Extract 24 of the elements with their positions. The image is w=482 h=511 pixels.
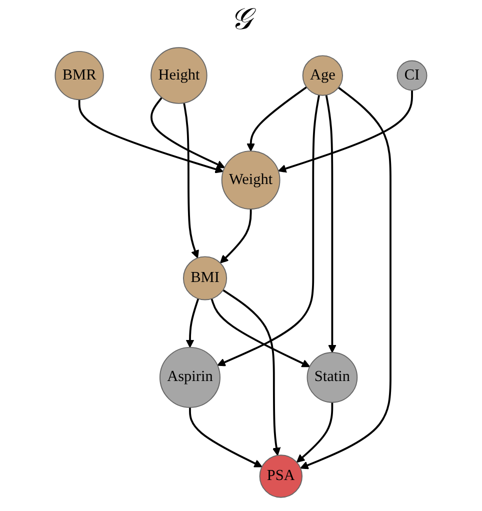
arrow — [278, 90, 413, 173]
arrow — [186, 298, 200, 348]
node-circle: Age — [302, 55, 343, 96]
node-circle: Statin — [306, 352, 358, 403]
arrow — [183, 102, 199, 258]
arrow — [246, 86, 308, 152]
node-circle: Aspirin — [159, 346, 220, 408]
arrow — [325, 94, 336, 353]
graph-title: 𝒢 — [0, 0, 482, 40]
arrow — [210, 298, 310, 368]
node-circle: BMI — [182, 256, 228, 300]
arrow — [296, 402, 334, 463]
arrow — [220, 209, 252, 264]
arrow — [300, 86, 392, 470]
arrow — [189, 407, 262, 468]
node-circle: BMR — [54, 50, 104, 100]
node-circle: PSA — [259, 454, 303, 498]
arrow — [150, 96, 225, 168]
node-circle: Height — [150, 47, 208, 104]
node-circle: Weight — [221, 150, 280, 210]
arrow — [78, 100, 224, 174]
arrow — [222, 289, 281, 456]
node-circle: CI — [396, 60, 428, 91]
arrow — [217, 94, 320, 366]
